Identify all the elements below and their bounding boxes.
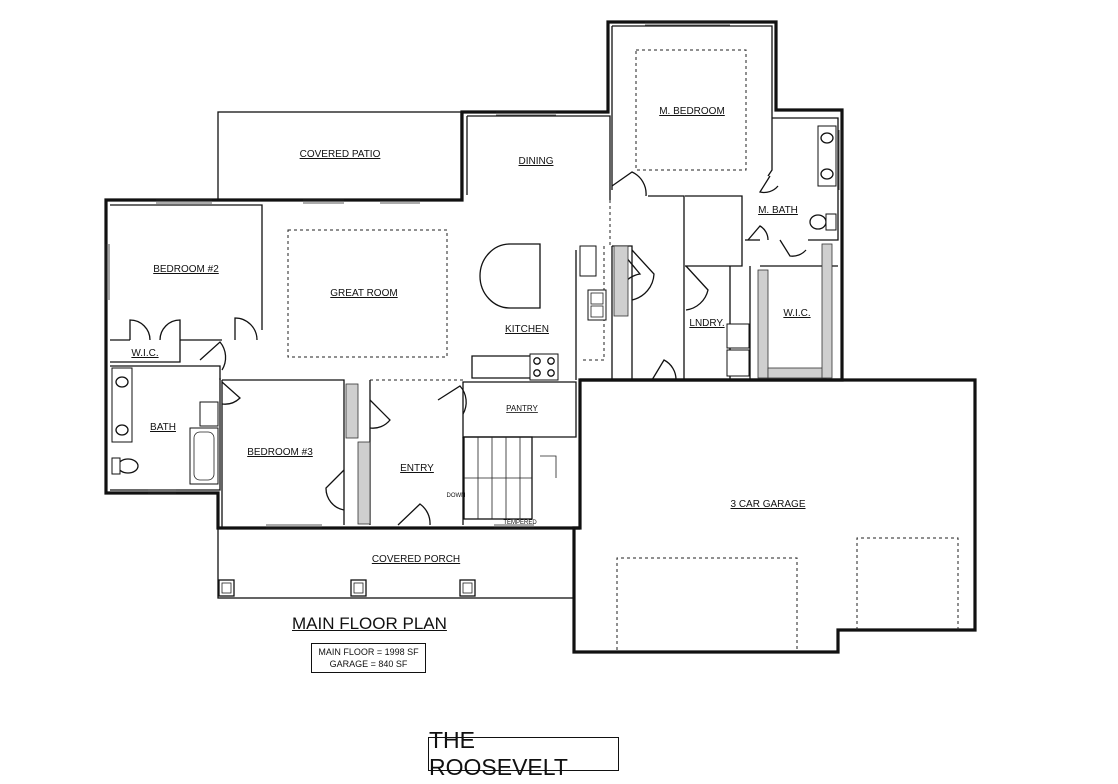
label-entry: ENTRY xyxy=(400,463,434,474)
label-bath: BATH xyxy=(150,422,176,433)
interior-walls xyxy=(110,25,839,528)
label-dining: DINING xyxy=(519,156,554,167)
label-laundry: LNDRY. xyxy=(689,318,724,329)
label-garage: 3 CAR GARAGE xyxy=(730,499,805,510)
house-name: THE ROOSEVELT xyxy=(429,727,568,780)
label-tempered: TEMPERED xyxy=(503,520,537,526)
area-summary-box: MAIN FLOOR = 1998 SF GARAGE = 840 SF xyxy=(311,643,426,673)
cooktop xyxy=(529,353,559,381)
label-master-bath: M. BATH xyxy=(758,205,798,216)
main-floor-area: MAIN FLOOR = 1998 SF xyxy=(318,647,419,657)
label-kitchen: KITCHEN xyxy=(505,324,549,335)
garage-area: GARAGE = 840 SF xyxy=(329,659,408,669)
windows xyxy=(105,21,843,529)
label-wic: W.I.C. xyxy=(131,348,158,359)
label-bedroom2: BEDROOM #2 xyxy=(153,264,219,275)
door-swings xyxy=(129,171,807,526)
kitchen-island xyxy=(479,243,541,309)
garage-doors xyxy=(616,537,959,650)
label-master-wic: W.I.C. xyxy=(783,308,810,319)
master-bath-fixtures xyxy=(809,125,837,231)
label-bedroom3: BEDROOM #3 xyxy=(247,447,313,458)
laundry-appliances xyxy=(726,323,750,377)
label-covered-patio: COVERED PATIO xyxy=(300,149,381,160)
kitchen-sink xyxy=(587,289,607,321)
stairs xyxy=(463,436,557,520)
fridge xyxy=(579,245,597,277)
label-pantry: PANTRY xyxy=(506,404,538,413)
label-master-bedroom: M. BEDROOM xyxy=(659,106,725,117)
label-great-room: GREAT ROOM xyxy=(330,288,397,299)
covered-porch-outline xyxy=(217,527,575,599)
ceiling-dashes xyxy=(287,49,747,381)
bath-fixtures xyxy=(111,367,219,485)
label-covered-porch: COVERED PORCH xyxy=(372,554,460,565)
garage-walls xyxy=(572,378,977,654)
closet-shelves xyxy=(345,243,833,525)
plan-title: MAIN FLOOR PLAN xyxy=(292,614,447,633)
house-name-box: THE ROOSEVELT xyxy=(428,727,619,780)
label-stair-down: DOWN xyxy=(447,493,466,499)
